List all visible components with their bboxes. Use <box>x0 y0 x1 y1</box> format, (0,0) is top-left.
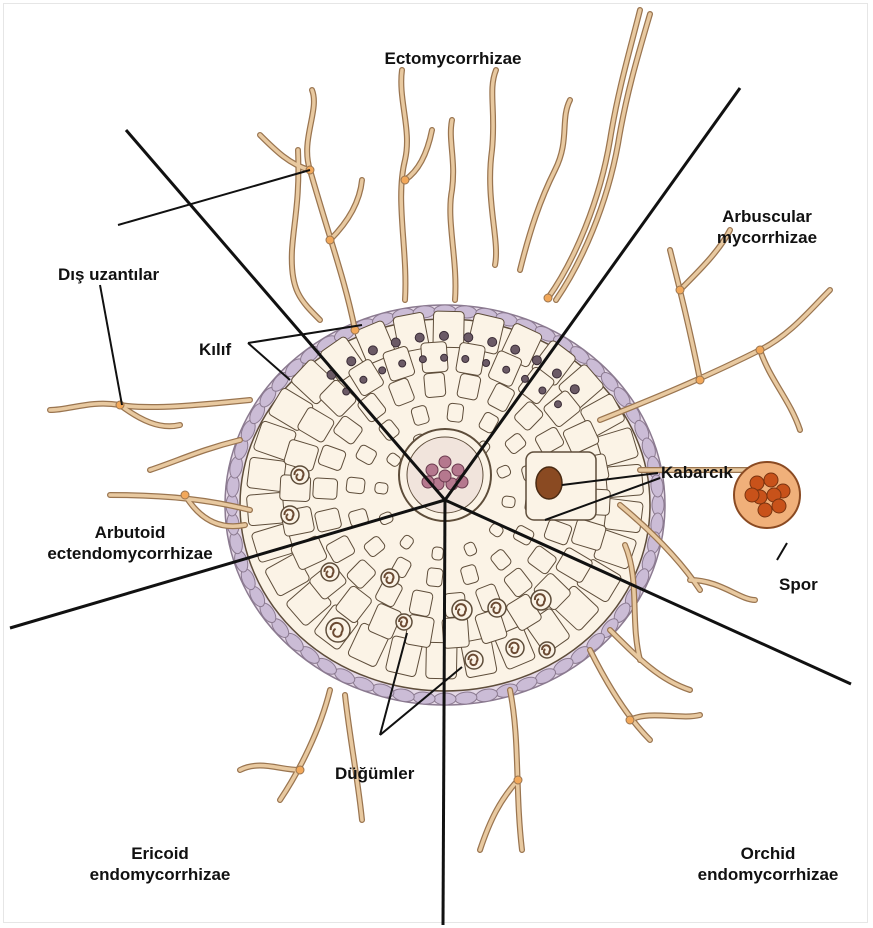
sheath-dark-cell <box>555 401 562 408</box>
spore-cell <box>758 503 772 517</box>
stele-cell <box>439 470 451 482</box>
cortex-cell <box>502 496 516 508</box>
hypha <box>670 250 700 380</box>
label-ericoid-line1: Ericoid <box>60 843 260 864</box>
sheath-dark-cell <box>391 338 400 347</box>
stele-cell <box>426 464 438 476</box>
hypha <box>307 90 355 330</box>
label-orchid: Orchid endomycorrhizae <box>668 843 868 885</box>
label-arbutoid-line2: ectendomycorrhizae <box>10 543 250 564</box>
label-vesicle: Kabarcık <box>661 462 733 483</box>
label-arbuscular-line1: Arbuscular <box>712 206 822 227</box>
hypha-node <box>296 766 304 774</box>
cortex-cell <box>431 547 443 561</box>
label-orchid-line2: endomycorrhizae <box>668 864 868 885</box>
cortex-cell <box>426 567 443 587</box>
cortex-cell <box>409 589 434 617</box>
hypha-outline <box>330 180 362 240</box>
hypha-outline <box>292 150 320 320</box>
hypha-node <box>696 376 704 384</box>
cortex-cell <box>455 342 485 376</box>
hypha-outline <box>600 290 830 420</box>
leader-outer-hyphae-2 <box>100 285 122 405</box>
spore <box>734 462 800 528</box>
spore-cell <box>772 499 786 513</box>
stele-cell <box>439 456 451 468</box>
hypha <box>150 440 240 470</box>
sheath-dark-cell <box>399 360 406 367</box>
sheath-dark-cell <box>440 331 449 340</box>
sheath-dark-cell <box>379 367 386 374</box>
sheath-dark-cell <box>483 360 490 367</box>
sheath-dark-cell <box>522 375 529 382</box>
sheath-dark-cell <box>419 356 426 363</box>
sheath-dark-cell <box>532 356 541 365</box>
sheath-dark-cell <box>415 333 424 342</box>
label-arbuscular-line2: mycorrhizae <box>712 227 822 248</box>
coil-cell <box>326 618 350 642</box>
hypha-outline <box>480 780 518 850</box>
cortex-cell <box>447 403 464 423</box>
hypha-node <box>514 776 522 784</box>
divider-line-s <box>443 500 445 925</box>
label-ericoid-line2: endomycorrhizae <box>60 864 260 885</box>
label-coils: Düğümler <box>335 763 414 784</box>
hypha-node <box>544 294 552 302</box>
sheath-dark-cell <box>347 357 356 366</box>
label-orchid-line1: Orchid <box>668 843 868 864</box>
sheath-dark-cell <box>503 366 510 373</box>
label-arbuscular: Arbuscular mycorrhizae <box>712 206 822 248</box>
hypha-node <box>401 176 409 184</box>
hypha <box>760 350 800 430</box>
vesicle-structure <box>526 452 596 520</box>
label-outer-hyphae: Dış uzantılar <box>58 264 159 285</box>
label-arbutoid-line1: Arbutoid <box>10 522 250 543</box>
cortex-cell <box>346 477 366 494</box>
label-ectomycorrhizae: Ectomycorrhizae <box>368 48 538 69</box>
sheath-dark-cell <box>488 338 497 347</box>
cortex-cell <box>457 373 482 401</box>
sheath-dark-cell <box>570 385 579 394</box>
hypha <box>600 290 830 420</box>
sheath-dark-cell <box>462 356 469 363</box>
spore-cell <box>764 473 778 487</box>
label-ericoid: Ericoid endomycorrhizae <box>60 843 260 885</box>
label-sheath: Kılıf <box>199 339 231 360</box>
leader-outer-hyphae-1 <box>118 170 310 225</box>
cortex-cell <box>424 372 446 398</box>
hypha-node <box>181 491 189 499</box>
sheath-dark-cell <box>539 387 546 394</box>
leader-sheath-2 <box>248 343 290 380</box>
hypha-node <box>116 401 124 409</box>
sheath-dark-cell <box>552 369 561 378</box>
hypha-outline <box>280 690 330 800</box>
hypha-node <box>676 286 684 294</box>
hypha-node <box>626 716 634 724</box>
hypha-node <box>326 236 334 244</box>
sheath-dark-cell <box>368 346 377 355</box>
cortex-cell <box>442 617 470 649</box>
cortex-cell <box>313 478 338 500</box>
sheath-dark-cell <box>360 376 367 383</box>
sheath-dark-cell <box>464 333 473 342</box>
label-arbutoid: Arbutoid ectendomycorrhizae <box>10 522 250 564</box>
label-spore: Spor <box>779 574 818 595</box>
leader-spore <box>777 543 787 560</box>
sheath-dark-cell <box>441 354 448 361</box>
hypha-node <box>756 346 764 354</box>
vesicle-body <box>536 467 562 499</box>
spore-cell <box>745 488 759 502</box>
hypha-outline <box>610 630 690 690</box>
sheath-dark-cell <box>511 345 520 354</box>
cortex-cell <box>374 482 388 494</box>
hypha <box>345 695 362 820</box>
